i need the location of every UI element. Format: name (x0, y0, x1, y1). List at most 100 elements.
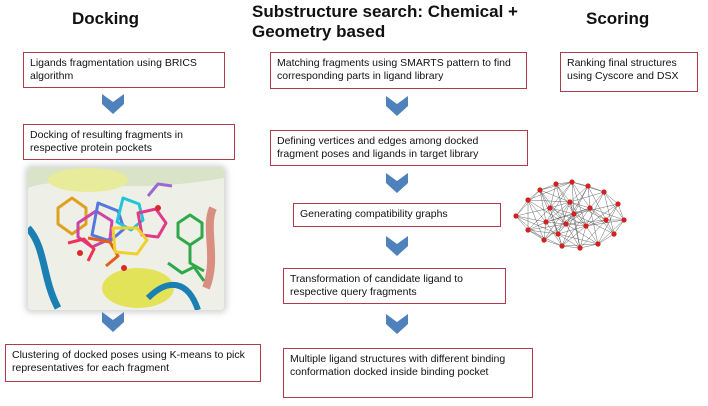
graph-edge (571, 181, 575, 215)
substructure-heading-line2: Geometry based (252, 22, 386, 41)
graph-edge (565, 223, 587, 227)
graph-edge (545, 207, 591, 223)
graph-edge (573, 203, 619, 215)
graph-edge (585, 219, 607, 227)
molecular-docking-image (28, 168, 224, 310)
graph-edge (527, 181, 573, 201)
substructure-step-5-box: Multiple ligand structures with differen… (283, 348, 533, 398)
graph-node (559, 243, 565, 249)
graph-node (577, 245, 583, 251)
docking-heading: Docking (72, 9, 140, 28)
graph-edge (539, 183, 557, 191)
graph-edge (527, 199, 567, 225)
graph-edge (543, 239, 563, 247)
substructure-step-1-box: Matching fragments using SMARTS pattern … (270, 52, 527, 89)
graph-node (585, 183, 591, 189)
graph-edge (545, 221, 563, 247)
graph-edge (565, 223, 599, 245)
graph-edge (527, 221, 547, 231)
graph-edge (605, 203, 619, 221)
graph-edge (549, 201, 571, 209)
graph-edge (515, 199, 529, 217)
graph-node (583, 223, 589, 229)
graph-edge (565, 207, 591, 225)
graph-node (587, 205, 593, 211)
docking-step-2-box: Docking of resulting fragments in respec… (23, 124, 235, 160)
graph-edge (543, 223, 567, 241)
graph-edge (555, 183, 575, 215)
graph-edge (573, 213, 615, 235)
graph-edge (561, 207, 591, 247)
graph-edge (549, 183, 557, 209)
graph-edge (569, 201, 587, 227)
down-chevron-arrow (386, 314, 408, 334)
graph-node (595, 241, 601, 247)
down-chevron-arrow (386, 173, 408, 193)
substructure-step-3-box: Generating compatibility graphs (293, 203, 501, 227)
graph-edge (617, 203, 625, 221)
docking-step-3-box: Clustering of docked poses using K-means… (5, 344, 261, 382)
graph-edge (539, 189, 551, 209)
graph-edge (589, 191, 605, 209)
graph-edge (569, 201, 591, 209)
graph-edge (545, 201, 571, 223)
graph-edge (527, 199, 545, 241)
graph-node (513, 213, 519, 219)
graph-edge (549, 181, 573, 209)
graph-edge (569, 191, 605, 203)
graph-node (537, 187, 543, 193)
down-chevron-arrow (102, 94, 124, 114)
substructure-step-2-box: Defining vertices and edges among docked… (270, 130, 528, 166)
graph-edge (527, 199, 547, 223)
graph-edge (515, 215, 547, 223)
graph-edge (573, 213, 587, 227)
graph-edge (587, 185, 605, 193)
graph-edge (515, 215, 529, 231)
graph-edge (613, 219, 625, 235)
graph-edge (585, 203, 619, 227)
substructure-step-4-box: Transformation of candidate ligand to re… (283, 268, 506, 304)
graph-node (541, 237, 547, 243)
graph-edge (579, 243, 599, 249)
graph-node (525, 197, 531, 203)
graph-edge (587, 185, 591, 209)
graph-edge (543, 213, 575, 241)
graph-edge (597, 233, 615, 245)
graph-node (571, 211, 577, 217)
substructure-heading: Substructure search: Chemical + Geometry… (252, 2, 518, 42)
graph-node (553, 181, 559, 187)
graph-edge (555, 181, 573, 185)
graph-node (621, 217, 627, 223)
down-chevron-arrow (386, 96, 408, 116)
compatibility-graph-image (513, 179, 627, 251)
scoring-step-1-box: Ranking final structures using Cyscore a… (560, 52, 698, 92)
graph-edge (561, 243, 599, 247)
graph-edge (569, 185, 589, 203)
graph-edge (557, 225, 587, 235)
graph-edge (573, 207, 591, 215)
graph-edge (597, 203, 619, 245)
graph-edge (589, 207, 607, 221)
graph-edge (557, 201, 571, 235)
graph-edge (579, 225, 587, 249)
graph-edge (527, 207, 551, 231)
graph-node (543, 219, 549, 225)
graph-edge (549, 207, 559, 235)
graph-node (611, 231, 617, 237)
graph-edge (545, 181, 573, 223)
graph-edge (571, 181, 591, 209)
graph-edge (555, 183, 571, 203)
graph-edge (561, 245, 581, 249)
down-chevron-arrow (386, 236, 408, 256)
graph-edge (539, 189, 547, 223)
scoring-heading: Scoring (586, 9, 650, 28)
graph-edge (549, 207, 587, 227)
graph-edge (543, 201, 571, 241)
graph-edge (557, 233, 581, 249)
graph-edge (545, 221, 567, 225)
graph-edge (589, 207, 599, 245)
graph-node (547, 205, 553, 211)
graph-node (525, 227, 531, 233)
graph-node (601, 189, 607, 195)
graph-edge (605, 219, 615, 235)
